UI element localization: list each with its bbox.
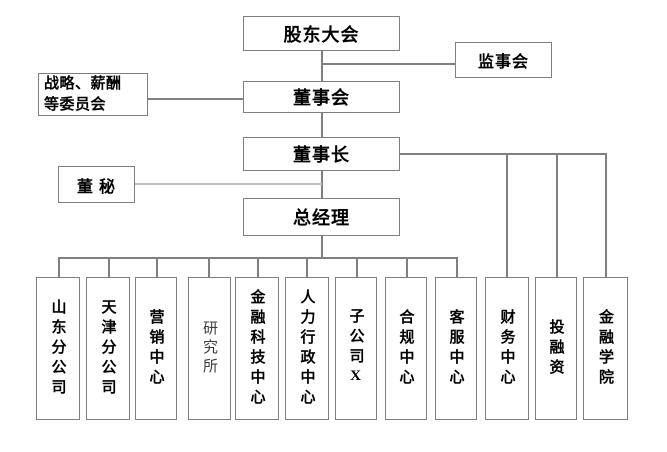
dept-label: 子公司X: [347, 308, 364, 389]
box-board-of-directors: 董事会: [243, 81, 400, 113]
strategy-compensation-committee-label: 战略、薪酬 等委员会: [44, 75, 122, 113]
shareholders-meeting-label: 股东大会: [283, 24, 360, 45]
connector-secretary-chairman: [135, 183, 322, 185]
box-dept-finance-academy: 金融学院: [583, 277, 628, 420]
box-dept-research-institute: 研究所: [188, 277, 231, 420]
box-dept-tianjin-branch: 天津分公司: [86, 277, 130, 420]
chairman-label: 董事长: [293, 145, 350, 165]
dept-label: 金融科技中心: [248, 288, 265, 409]
box-dept-fintech-center: 金融科技中心: [235, 277, 279, 420]
box-dept-investment-financing: 投融资: [535, 277, 577, 420]
dept-label: 营销中心: [147, 308, 164, 389]
drop-investment-financing: [556, 153, 558, 277]
stub-shandong-branch: [58, 257, 60, 278]
box-dept-compliance-center: 合规中心: [385, 277, 427, 420]
dept-label: 合规中心: [397, 308, 414, 389]
box-chairman: 董事长: [243, 137, 400, 171]
box-shareholders-meeting: 股东大会: [243, 16, 400, 51]
box-board-secretary: 董 秘: [58, 166, 135, 203]
stub-compliance-center: [406, 257, 408, 278]
dept-label: 山东分公司: [49, 298, 66, 399]
board-of-directors-label: 董事会: [293, 88, 350, 108]
box-supervisory-board: 监事会: [455, 42, 552, 78]
supervisory-board-label: 监事会: [477, 54, 529, 71]
stub-marketing-center: [156, 257, 158, 278]
stub-subsidiary-x: [356, 257, 358, 278]
stub-tianjin-branch: [108, 257, 110, 278]
board-secretary-label: 董 秘: [76, 178, 116, 196]
stub-research-institute: [208, 257, 210, 278]
box-dept-hr-admin-center: 人力行政中心: [285, 277, 329, 420]
box-strategy-compensation-committee: 战略、薪酬 等委员会: [38, 73, 148, 116]
box-dept-subsidiary-x: 子公司X: [335, 277, 377, 420]
dept-label: 研究所: [201, 320, 217, 377]
stub-hr-admin-center: [306, 257, 308, 278]
dept-label: 财务中心: [498, 308, 515, 389]
connector-supervisory-board: [322, 63, 455, 65]
connector-shareholders-board: [321, 51, 323, 81]
box-dept-finance-center: 财务中心: [485, 277, 529, 420]
dept-label: 客服中心: [447, 308, 464, 389]
box-general-manager: 总经理: [243, 198, 400, 236]
drop-finance-center: [506, 153, 508, 277]
connector-committee-board: [148, 98, 243, 100]
connector-gm-rail: [321, 236, 323, 258]
dept-label: 天津分公司: [99, 298, 116, 399]
connector-board-chairman: [321, 113, 323, 137]
dept-label: 金融学院: [597, 308, 613, 389]
chairman-right-rail: [400, 153, 606, 155]
box-dept-marketing-center: 营销中心: [135, 277, 177, 420]
stub-customer-service-center: [456, 257, 458, 278]
drop-finance-academy: [605, 153, 607, 277]
dept-label: 投融资: [547, 318, 564, 379]
general-manager-label: 总经理: [293, 208, 350, 228]
dept-label: 人力行政中心: [298, 288, 315, 409]
box-dept-customer-service-center: 客服中心: [435, 277, 477, 420]
stub-fintech-center: [257, 257, 259, 278]
box-dept-shandong-branch: 山东分公司: [36, 277, 80, 420]
